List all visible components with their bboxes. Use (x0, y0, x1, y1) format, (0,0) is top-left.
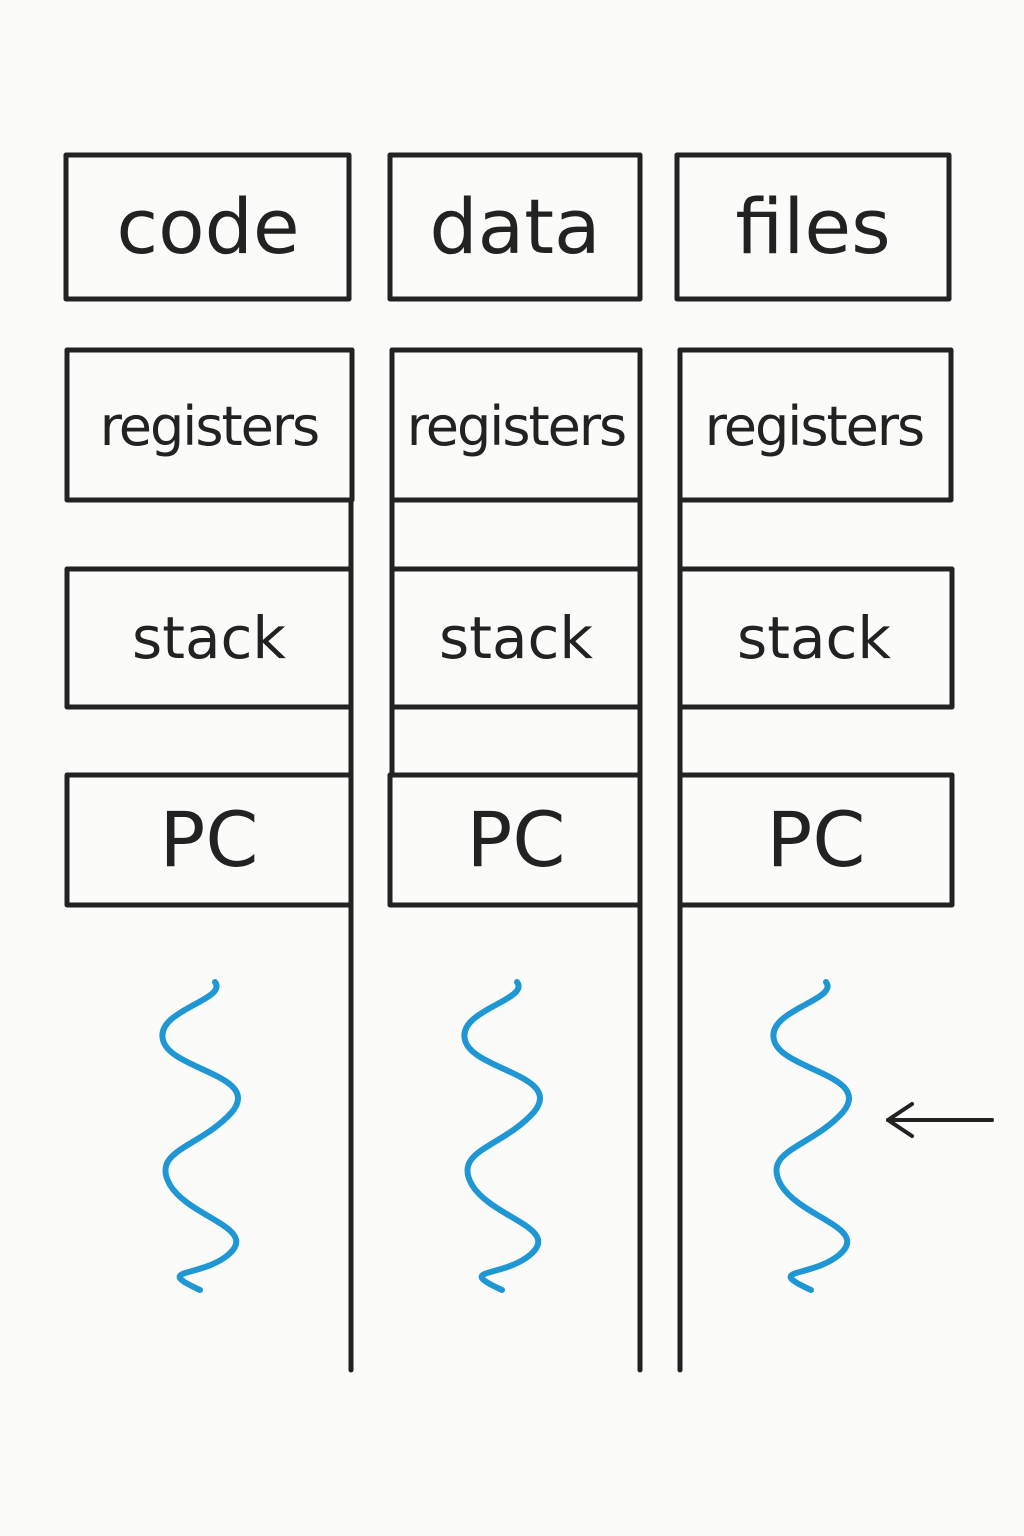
pc-label: PC (767, 795, 866, 884)
stack-label: stack (132, 604, 286, 672)
squiggle-thread-icon (461, 979, 543, 1293)
left-arrow-icon (886, 1102, 994, 1138)
registers-label: registers (100, 395, 318, 458)
shared-data-box: data (387, 152, 643, 302)
registers-label: registers (407, 395, 625, 458)
thread-2: registers stack PC (387, 347, 643, 1293)
thread-3: registers stack PC (677, 347, 955, 1293)
thread-3-registers-box: registers (677, 347, 954, 503)
thread-1-pc-box: PC (64, 772, 354, 908)
squiggle-thread-icon (159, 979, 241, 1293)
thread-1: registers stack PC (64, 347, 355, 1293)
data-label: data (429, 182, 600, 271)
thread-3-pc-box: PC (677, 772, 955, 908)
squiggle-thread-icon (770, 979, 852, 1293)
shared-files-box: files (674, 152, 952, 302)
thread-2-registers-box: registers (389, 347, 643, 503)
thread-3-stack-box: stack (677, 566, 955, 710)
thread-1-registers-box: registers (64, 347, 355, 503)
registers-label: registers (705, 395, 923, 458)
pc-label: PC (160, 795, 259, 884)
thread-2-stack-box: stack (389, 566, 643, 710)
files-label: files (735, 182, 890, 271)
pc-label: PC (467, 795, 566, 884)
code-label: code (116, 182, 299, 271)
thread-1-stack-box: stack (64, 566, 354, 710)
stack-label: stack (737, 604, 891, 672)
shared-code-box: code (63, 152, 352, 302)
thread-2-pc-box: PC (387, 772, 643, 908)
stack-label: stack (439, 604, 593, 672)
